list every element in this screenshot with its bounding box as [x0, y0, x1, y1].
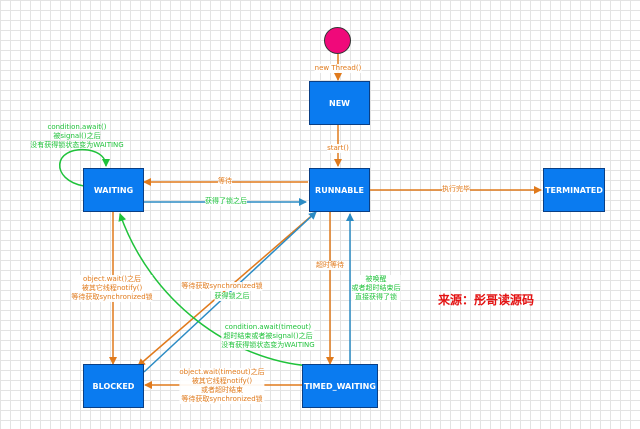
node-runnable[interactable]: RUNNABLE [309, 168, 370, 212]
label-timeout-wait: 超时等待 [316, 261, 344, 270]
node-new[interactable]: NEW [309, 81, 370, 125]
label-condition-await-timeout: condition.await(timeout) 超时结束或者被signal()… [221, 323, 315, 350]
label-object-wait: object.wait()之后 被其它线程notify() 等待获取synchr… [71, 275, 153, 302]
node-waiting[interactable]: WAITING [83, 168, 144, 212]
label-exec-done: 执行完毕 [442, 185, 470, 194]
start-node [324, 27, 351, 54]
source-watermark: 来源：彤哥读源码 [438, 293, 535, 307]
label-got-lock: 获得了锁之后 [205, 197, 247, 206]
label-condition-await: condition.await() 被signal()之后 没有获得锁状态变为W… [30, 123, 124, 149]
label-new-thread: new Thread() [314, 64, 362, 73]
label-got-lock-after: 获得锁之后 [214, 292, 250, 301]
label-woken: 被唤醒 或者超时结束后 直接获得了锁 [351, 275, 401, 302]
label-start: start() [327, 144, 349, 153]
edge-waiting-self-loop [59, 149, 110, 187]
label-wait: 等待 [218, 177, 232, 186]
edge-timed-waiting-to-waiting [118, 213, 311, 367]
label-wait-synchronized: 等待获取synchronized锁 [181, 282, 263, 291]
label-object-wait-timeout: object.wait(timeout)之后 被其它线程notify() 或者超… [179, 368, 265, 404]
node-terminated[interactable]: TERMINATED [543, 168, 605, 212]
node-timed-waiting[interactable]: TIMED_WAITING [302, 364, 378, 408]
node-blocked[interactable]: BLOCKED [83, 364, 144, 408]
